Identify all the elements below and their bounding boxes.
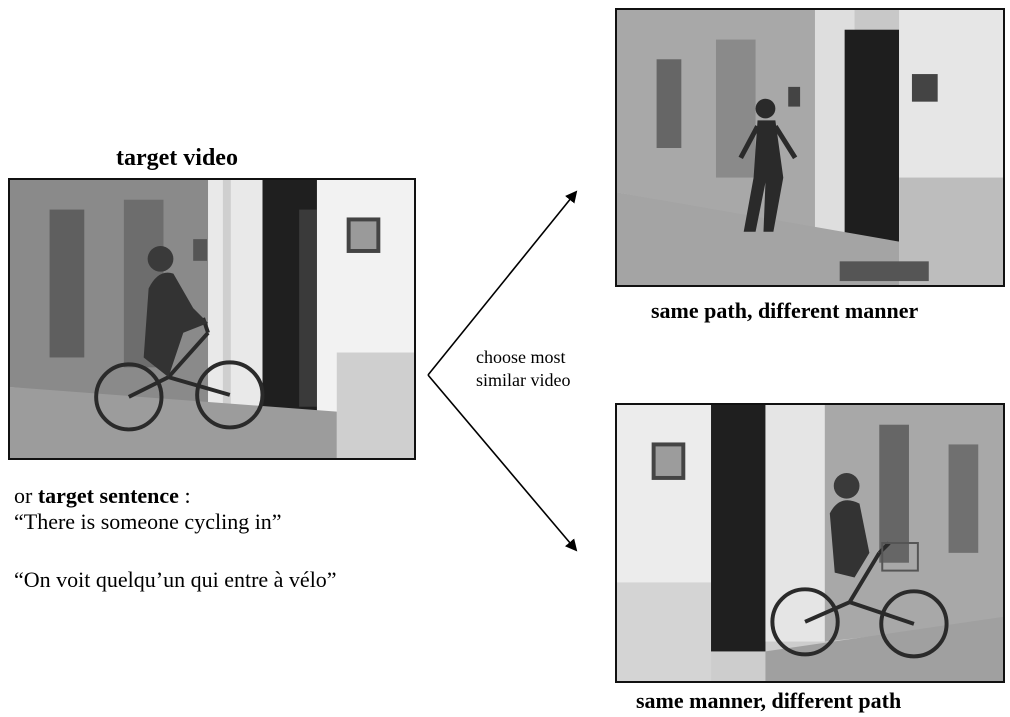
target-sentence-french: “On voit quelqu’un qui entre à vélo” [14,567,337,592]
arrow-down [427,374,578,552]
choose-label-line2: similar video [476,370,571,390]
option-video-same-manner[interactable] [615,403,1005,683]
choice-arrows [427,190,578,552]
walker-video-scene [617,10,1003,285]
target-sentence-label: target sentence [37,483,179,508]
target-video-title: target video [116,145,238,171]
target-sentence-english: “There is someone cycling in” [14,509,282,534]
option-caption-same-manner: same manner, different path [636,688,902,713]
choose-label-line1: choose most [476,347,566,367]
option-caption-same-path: same path, different manner [651,298,919,323]
target-sentence-line: or target sentence : [14,483,191,509]
cyclist-video-scene [617,405,1003,681]
option-video-same-path[interactable] [615,8,1005,287]
arrow-up [427,190,578,376]
target-sentence-prefix: or [14,483,38,508]
target-video-scene [10,180,414,458]
target-video-frame[interactable] [8,178,416,460]
target-sentence-suffix: : [178,483,191,508]
